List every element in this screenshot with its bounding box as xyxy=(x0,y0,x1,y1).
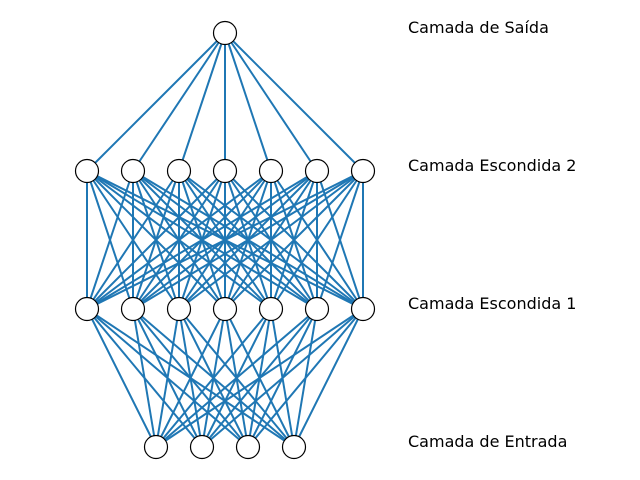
neuron-hidden1-6 xyxy=(350,296,376,322)
connection-hidden2-1-hidden1-0 xyxy=(86,170,134,310)
connection-hidden1-5-input-0 xyxy=(155,308,318,448)
neuron-hidden1-4 xyxy=(258,296,284,322)
connection-hidden1-6-input-1 xyxy=(201,308,364,448)
connection-output-0-hidden2-0 xyxy=(86,32,226,172)
connection-hidden1-3-input-0 xyxy=(155,308,226,448)
neuron-hidden2-2 xyxy=(166,158,192,184)
connection-hidden2-6-hidden1-4 xyxy=(270,170,364,310)
connection-hidden2-5-hidden1-0 xyxy=(86,170,318,310)
connection-output-0-hidden2-2 xyxy=(178,32,226,172)
connection-hidden1-6-input-0 xyxy=(155,308,364,448)
neuron-hidden2-6 xyxy=(350,158,376,184)
connection-hidden1-0-input-0 xyxy=(86,308,157,448)
neuron-input-3 xyxy=(281,434,307,460)
connection-hidden1-6-input-2 xyxy=(247,308,364,448)
neuron-input-2 xyxy=(235,434,261,460)
neuron-hidden1-0 xyxy=(74,296,100,322)
connection-hidden2-6-hidden1-1 xyxy=(132,170,364,310)
neuron-hidden1-1 xyxy=(120,296,146,322)
neuron-input-1 xyxy=(189,434,215,460)
connection-hidden2-6-hidden1-3 xyxy=(224,170,364,310)
neuron-input-0 xyxy=(143,434,169,460)
neuron-hidden1-3 xyxy=(212,296,238,322)
connection-hidden2-6-hidden1-0 xyxy=(86,170,364,310)
neuron-hidden2-4 xyxy=(258,158,284,184)
connection-hidden2-3-hidden1-0 xyxy=(86,170,226,310)
connection-hidden1-1-input-0 xyxy=(132,308,157,448)
connection-hidden2-2-hidden1-0 xyxy=(86,170,180,310)
connection-output-0-hidden2-4 xyxy=(224,32,272,172)
connection-hidden1-4-input-0 xyxy=(155,308,272,448)
neuron-hidden1-2 xyxy=(166,296,192,322)
input-layer-label: Camada de Entrada xyxy=(408,432,567,451)
neuron-output-0 xyxy=(212,20,238,46)
connection-hidden2-6-hidden1-5 xyxy=(316,170,364,310)
connection-output-0-hidden2-5 xyxy=(224,32,318,172)
connection-hidden2-4-hidden1-0 xyxy=(86,170,272,310)
connection-output-0-hidden2-6 xyxy=(224,32,364,172)
neuron-hidden2-5 xyxy=(304,158,330,184)
neurons-group xyxy=(74,20,376,460)
neuron-hidden2-1 xyxy=(120,158,146,184)
neuron-hidden2-0 xyxy=(74,158,100,184)
connection-hidden1-6-input-3 xyxy=(293,308,364,448)
hidden-layer-1-label: Camada Escondida 1 xyxy=(408,294,576,313)
connection-hidden1-2-input-0 xyxy=(155,308,180,448)
connections-group xyxy=(86,32,364,448)
neuron-hidden2-3 xyxy=(212,158,238,184)
neuron-hidden1-5 xyxy=(304,296,330,322)
connection-hidden2-6-hidden1-2 xyxy=(178,170,364,310)
hidden-layer-2-label: Camada Escondida 2 xyxy=(408,156,576,175)
output-layer-label: Camada de Saída xyxy=(408,18,549,37)
connection-output-0-hidden2-1 xyxy=(132,32,226,172)
